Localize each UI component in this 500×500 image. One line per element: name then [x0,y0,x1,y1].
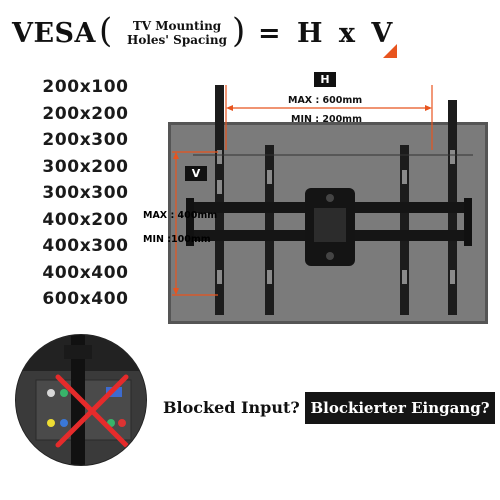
horizontal-badge: H [314,72,336,87]
mount-bracket-illustration [172,85,473,315]
open-paren: ( [99,11,113,51]
title-row: VESA ( TV Mounting Holes' Spacing ) = H … [0,14,500,58]
vesa-size-item: 200x200 [42,103,129,124]
vesa-size-item: 400x200 [42,209,129,230]
vesa-size-item: 400x300 [42,236,129,256]
corner-triangle-icon [383,44,397,58]
vesa-size-item: 200x300 [42,130,129,150]
vertical-min-label: MIN :100mm [143,234,211,245]
close-paren: ) [232,11,246,51]
vertical-badge: V [185,166,207,181]
subtitle-line2: Holes' Spacing [127,33,227,47]
ports-inset-circle [15,334,147,466]
vesa-size-list: 200x100 200x200 200x300 300x200 300x300 … [18,74,168,313]
vesa-size-item: 300x200 [42,156,129,177]
blocked-input-text: Blocked Input? [163,398,300,417]
vertical-max-label: MAX : 400mm [143,210,218,221]
horizontal-min-label: MIN : 200mm [291,114,362,125]
vesa-size-item: 300x300 [42,183,129,203]
blocked-input-german-badge: Blockierter Eingang? [305,392,495,424]
blocked-ports-illustration [16,335,146,465]
horizontal-max-label: MAX : 600mm [288,95,363,106]
vesa-title: VESA [12,18,96,49]
vesa-size-item: 400x400 [42,262,129,283]
vesa-size-item: 200x100 [42,77,129,97]
equation-text: = H x V [258,18,393,49]
vesa-size-item: 600x400 [42,289,129,309]
subtitle-line1: TV Mounting [132,19,222,33]
